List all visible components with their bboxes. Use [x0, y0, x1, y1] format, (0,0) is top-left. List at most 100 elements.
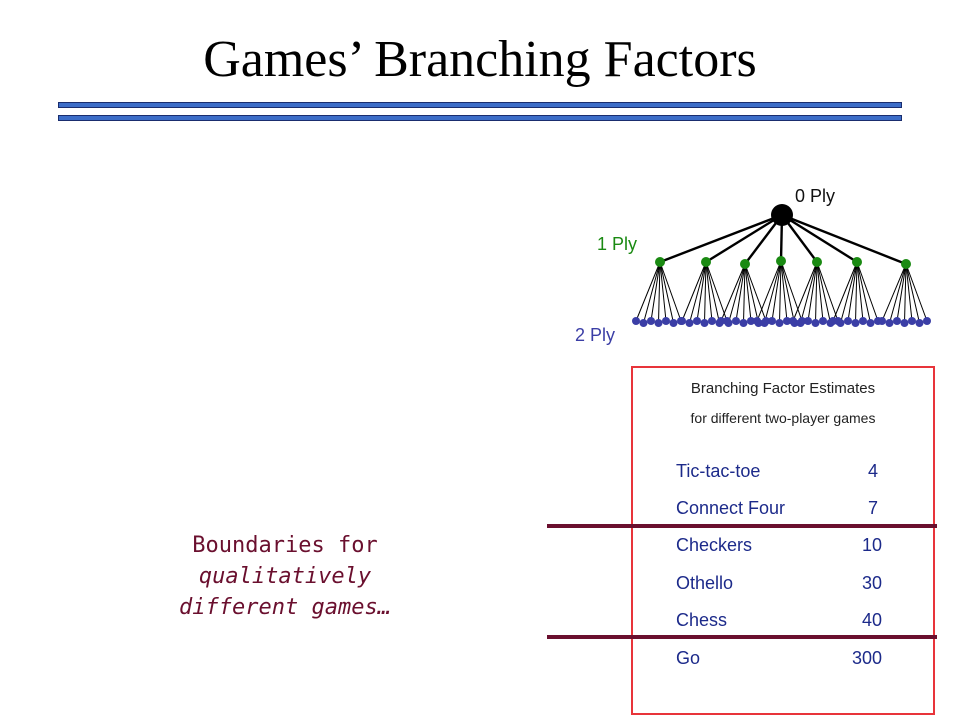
tree-leaf-node: [908, 317, 916, 325]
tree-edge: [905, 263, 920, 324]
tree-leaf-node: [768, 317, 776, 325]
tree-leaf-node: [915, 319, 924, 327]
game-name: Connect Four: [676, 498, 786, 518]
tree-edge: [815, 261, 818, 324]
tree-leaf-node: [717, 317, 725, 325]
tree-leaf-node: [900, 319, 909, 327]
tree-edge: [889, 263, 907, 324]
tree-ply1-node: [655, 257, 665, 267]
boundary-caption: Boundaries for qualitatively different g…: [140, 530, 430, 623]
tree-edge: [689, 261, 707, 324]
slide-title: Games’ Branching Factors: [203, 31, 757, 88]
title-rule-top: [58, 102, 902, 108]
tree-edge: [896, 263, 907, 322]
tree-edge: [780, 260, 788, 322]
tree-edge: [744, 263, 752, 322]
tree-edge: [807, 261, 818, 322]
tree-edge: [881, 263, 907, 322]
table-row: Checkers 10: [676, 535, 882, 559]
tree-edge: [744, 263, 759, 324]
tree-edge: [781, 213, 858, 264]
tree-edge: [659, 213, 783, 264]
tree-edge: [816, 261, 824, 322]
tree-leaf-node: [775, 319, 784, 327]
tree-edge: [800, 261, 818, 324]
tree-leaf-node: [724, 319, 733, 327]
tree-edge: [659, 261, 674, 324]
tree-leaf-node: [885, 319, 894, 327]
boundary-caption-line-1: Boundaries for: [192, 533, 378, 558]
tree-edge: [705, 261, 713, 322]
tree-edge: [704, 261, 707, 324]
tree-edge: [743, 263, 746, 324]
branching-value: 4: [867, 461, 878, 481]
table-title: Branching Factor Estimates: [690, 380, 876, 397]
boundary-divider-upper: [547, 524, 937, 528]
tree-edge: [905, 263, 913, 322]
tree-leaf-node: [747, 317, 755, 325]
table-row: Tic-tac-toe 4: [676, 461, 882, 485]
boundary-divider-lower: [547, 635, 937, 639]
ply-2-label: 2 Ply: [575, 325, 616, 345]
branching-value: 7: [867, 498, 878, 518]
title-rule-bottom: [58, 115, 902, 121]
tree-leaf-node: [893, 317, 901, 325]
tree-edge: [650, 261, 661, 322]
branching-value: 10: [861, 535, 882, 555]
tree-leaf-node: [647, 317, 655, 325]
tree-leaf-node: [819, 317, 827, 325]
tree-edge: [720, 263, 746, 322]
tree-leaf-node: [654, 319, 663, 327]
tree-edge: [904, 263, 907, 324]
tree-leaf-node: [829, 317, 837, 325]
tree-leaf-node: [804, 317, 812, 325]
tree-edge: [816, 261, 831, 324]
game-tree-diagram: [632, 204, 931, 327]
tree-edge: [847, 261, 858, 322]
tree-root-node: [771, 204, 793, 226]
tree-edge: [705, 261, 728, 322]
tree-edge: [643, 261, 661, 324]
table-subtitle: for different two-player games: [690, 410, 876, 426]
game-name: Checkers: [676, 535, 753, 555]
tree-edge: [756, 260, 782, 322]
tree-edge: [659, 261, 682, 322]
tree-leaf-node: [639, 319, 648, 327]
tree-edge: [855, 261, 858, 324]
branching-value: 30: [861, 573, 882, 593]
tree-leaf-node: [783, 317, 791, 325]
tree-edge: [764, 260, 782, 324]
tree-ply1-node: [901, 259, 911, 269]
table-row: Connect Four 7: [676, 498, 882, 522]
tree-edge: [840, 261, 858, 324]
tree-edge: [771, 260, 782, 322]
tree-edge: [696, 261, 707, 322]
table-row: Go 300: [676, 648, 882, 672]
tree-leaf-node: [632, 317, 640, 325]
tree-edge: [856, 261, 879, 322]
tree-leaf-node: [923, 317, 931, 325]
tree-leaf-node: [678, 317, 686, 325]
tree-ply1-node: [740, 259, 750, 269]
table-row: Othello 30: [676, 573, 882, 597]
ply-0-label: 0 Ply: [795, 186, 836, 206]
tree-edge: [744, 263, 767, 322]
tree-leaf-node: [878, 317, 886, 325]
tree-edge: [780, 260, 803, 322]
tree-ply1-node: [776, 256, 786, 266]
tree-leaf-node: [844, 317, 852, 325]
tree-leaf-node: [851, 319, 860, 327]
tree-edge: [659, 261, 667, 322]
boundary-caption-line-2: qualitatively: [198, 564, 372, 589]
tree-ply1-node: [812, 257, 822, 267]
tree-leaf-node: [662, 317, 670, 325]
tree-leaf-node: [866, 319, 875, 327]
tree-leaf-node: [753, 317, 761, 325]
branching-factor-table: [631, 366, 935, 715]
game-name: Tic-tac-toe: [676, 461, 761, 481]
tree-edge: [856, 261, 864, 322]
table-row: Chess 40: [676, 610, 882, 634]
tree-leaf-node: [796, 319, 805, 327]
tree-leaf-node: [669, 319, 678, 327]
tree-edge: [792, 261, 818, 322]
